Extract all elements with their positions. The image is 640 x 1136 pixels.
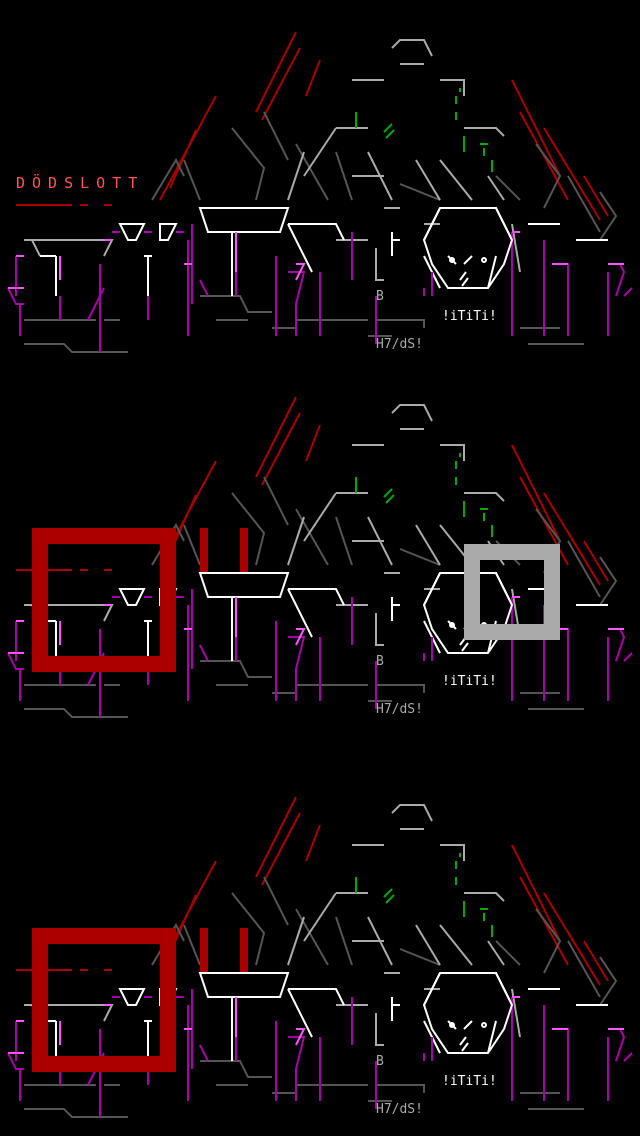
title-text: DÖDSLOTT xyxy=(16,174,145,192)
red-bar xyxy=(240,928,248,972)
signature: H7/dS! xyxy=(376,337,423,352)
red-selection-box xyxy=(32,928,176,1072)
castle-art xyxy=(7,31,633,353)
skull-teeth: !iTiTi! xyxy=(442,1074,497,1089)
red-bar xyxy=(200,928,208,972)
red-bar xyxy=(200,528,208,572)
plaque-letter: B xyxy=(376,289,384,304)
red-bar xyxy=(240,528,248,572)
panel-highlight: H7/dS! !iTiTi! B xyxy=(7,396,633,718)
signature: H7/dS! xyxy=(376,1102,423,1117)
red-selection-box xyxy=(32,528,176,672)
signature: H7/dS! xyxy=(376,702,423,717)
plaque-letter: B xyxy=(376,654,384,669)
plaque-letter: B xyxy=(376,1054,384,1069)
panel-original: H7/dS! !iTiTi! B xyxy=(7,31,633,353)
gray-highlight-box xyxy=(464,544,560,640)
panel-red-only: H7/dS! !iTiTi! B xyxy=(7,796,633,1118)
skull-teeth: !iTiTi! xyxy=(442,674,497,689)
skull-teeth: !iTiTi! xyxy=(442,309,497,324)
